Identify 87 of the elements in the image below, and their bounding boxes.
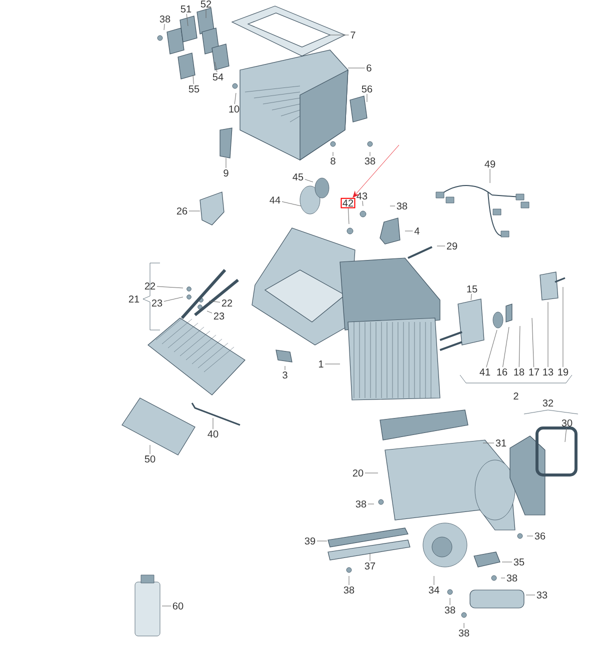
leader-line [404, 230, 414, 232]
callout-number: 15 [467, 286, 478, 292]
callout-number: 41 [480, 368, 490, 376]
leader-line [304, 179, 314, 182]
callout-number: 19 [558, 368, 568, 376]
leader-line [282, 201, 302, 206]
callout-number: 45 [292, 174, 304, 180]
callout-number: 38 [444, 606, 456, 614]
callout-number: 43 [356, 192, 368, 200]
leader-line [362, 200, 364, 206]
leader-line [156, 286, 184, 288]
callout-number: 4 [414, 228, 420, 234]
callout-number: 33 [536, 591, 548, 599]
callout-number: 8 [330, 157, 336, 165]
callout-number: 10 [229, 105, 240, 113]
callout-number: 32 [542, 399, 554, 407]
callout-number: 55 [188, 86, 200, 92]
leader-line [330, 34, 350, 36]
leader-line [316, 540, 328, 542]
callout-number: 50 [144, 455, 156, 463]
leader-line [164, 296, 184, 302]
leader-line [348, 576, 350, 586]
callout-number: 17 [529, 368, 540, 376]
callout-number: 21 [128, 296, 140, 302]
callout-number: 13 [543, 368, 554, 376]
callout-number: 23 [152, 299, 162, 307]
callout-number: 18 [514, 368, 524, 376]
leader-line [284, 366, 286, 370]
callout-number: 52 [200, 0, 212, 8]
callout-number: 3 [282, 371, 288, 379]
leader-line [214, 62, 218, 72]
leader-line [332, 152, 334, 156]
leader-line [192, 74, 194, 84]
callout-number: 1 [318, 360, 324, 368]
leader-line [532, 318, 534, 368]
leader-line [212, 418, 214, 430]
callout-number: 38 [506, 574, 518, 582]
callout-number: 51 [180, 6, 192, 12]
callout-number: 23 [214, 312, 224, 320]
leader-line [482, 442, 494, 444]
callout-number: 38 [364, 157, 376, 165]
callout-number: 38 [396, 202, 408, 210]
callout-number: 36 [534, 532, 546, 540]
leader-line [188, 210, 200, 212]
leader-line [502, 326, 510, 368]
callout-number: 39 [304, 537, 316, 545]
leader-line [186, 14, 188, 26]
callout-number: 26 [176, 207, 188, 215]
callout-number: 40 [208, 430, 218, 438]
leader-line [164, 24, 165, 30]
leader-line [562, 286, 564, 368]
leader-line [364, 472, 378, 474]
callout-number: 38 [458, 629, 470, 637]
callout-number: 31 [496, 439, 506, 447]
leader-line [518, 326, 520, 368]
callout-number: 2 [514, 392, 518, 400]
leader-line [470, 294, 472, 300]
boxed-callout-number: 42 [340, 198, 356, 208]
callout-number: 37 [364, 562, 376, 570]
callout-number: 22 [222, 300, 232, 306]
leader-line [366, 94, 368, 102]
callout-number: 22 [144, 282, 156, 290]
callout-number: 49 [484, 160, 496, 168]
leader-line [564, 428, 567, 442]
callout-number: 56 [362, 85, 372, 93]
callout-number: 9 [224, 169, 228, 177]
callout-number: 34 [428, 586, 440, 594]
callout-number: 7 [350, 32, 356, 38]
callout-number: 44 [270, 196, 280, 204]
callout-number: 30 [562, 419, 572, 427]
callout-number: 29 [446, 242, 458, 250]
callout-number: 20 [352, 469, 364, 477]
arrow [352, 144, 400, 198]
leader-line [234, 92, 236, 104]
leader-line [486, 330, 498, 368]
leader-line [526, 594, 536, 596]
callout-number: 38 [160, 15, 170, 23]
callout-number: 6 [366, 64, 372, 72]
callout-number: 16 [497, 368, 508, 376]
leader-line [348, 208, 350, 224]
leader-line [206, 310, 212, 314]
callout-number: 38 [344, 586, 354, 594]
callout-number: 60 [172, 602, 184, 610]
leader-line [208, 300, 220, 302]
callout-number: 35 [514, 558, 524, 566]
callout-number: 54 [212, 74, 224, 80]
callout-number: 38 [356, 500, 366, 508]
